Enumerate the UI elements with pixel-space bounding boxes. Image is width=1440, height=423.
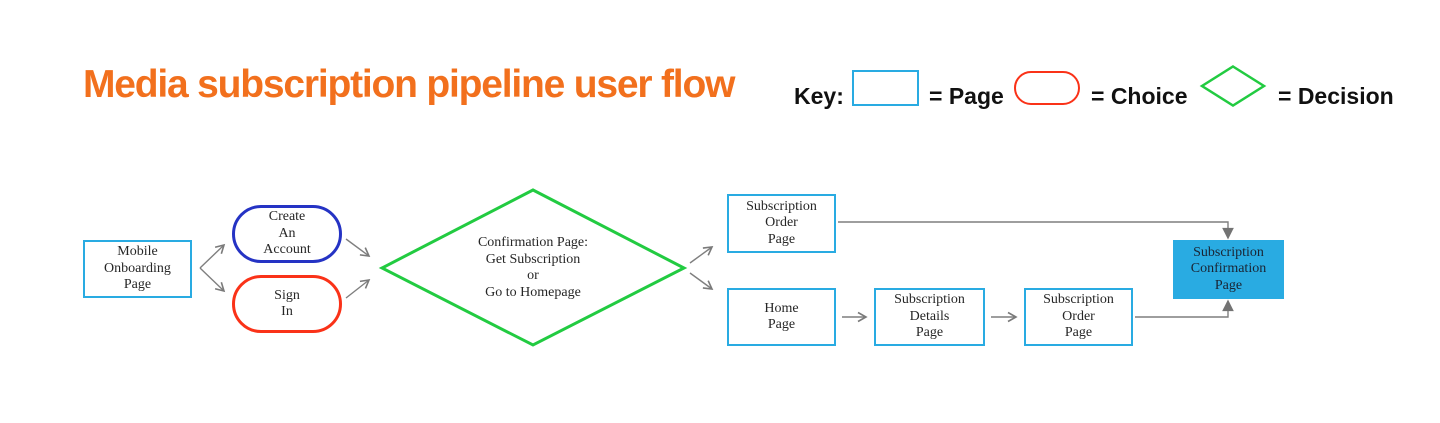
node-confirmation-decision-label: Confirmation Page: Get Subscription or G… [477, 235, 589, 300]
node-subscription-confirmation-page: Subscription Confirmation Page [1173, 240, 1284, 299]
node-home-page: Home Page [727, 288, 836, 346]
arrow-order-top-to-confirmation [838, 221, 1234, 240]
arrow-decision-to-order-top [689, 246, 714, 264]
node-create-an-account: Create An Account [232, 205, 342, 263]
key-choice-pill-icon [1014, 71, 1080, 105]
arrow-decision-to-home [689, 272, 714, 290]
arrow-mobile-to-signin [199, 267, 226, 293]
page-title: Media subscription pipeline user flow [83, 63, 735, 106]
arrow-mobile-to-create [199, 243, 226, 269]
key-choice-label: = Choice [1091, 83, 1188, 109]
node-mobile-onboarding-page: Mobile Onboarding Page [83, 240, 192, 298]
arrow-order-bottom-to-confirmation [1135, 299, 1234, 318]
key-label: Key: [794, 83, 844, 109]
arrow-signin-to-decision [345, 278, 371, 299]
arrow-create-to-decision [345, 238, 371, 257]
key-page-label: = Page [929, 83, 1004, 109]
node-sign-in: Sign In [232, 275, 342, 333]
node-subscription-details-page: Subscription Details Page [874, 288, 985, 346]
key-decision-label: = Decision [1278, 83, 1394, 109]
node-subscription-order-page-top: Subscription Order Page [727, 194, 836, 253]
key-page-rectangle-icon [852, 70, 919, 106]
key-decision-diamond-icon [1199, 65, 1267, 107]
node-subscription-order-page-bottom: Subscription Order Page [1024, 288, 1133, 346]
